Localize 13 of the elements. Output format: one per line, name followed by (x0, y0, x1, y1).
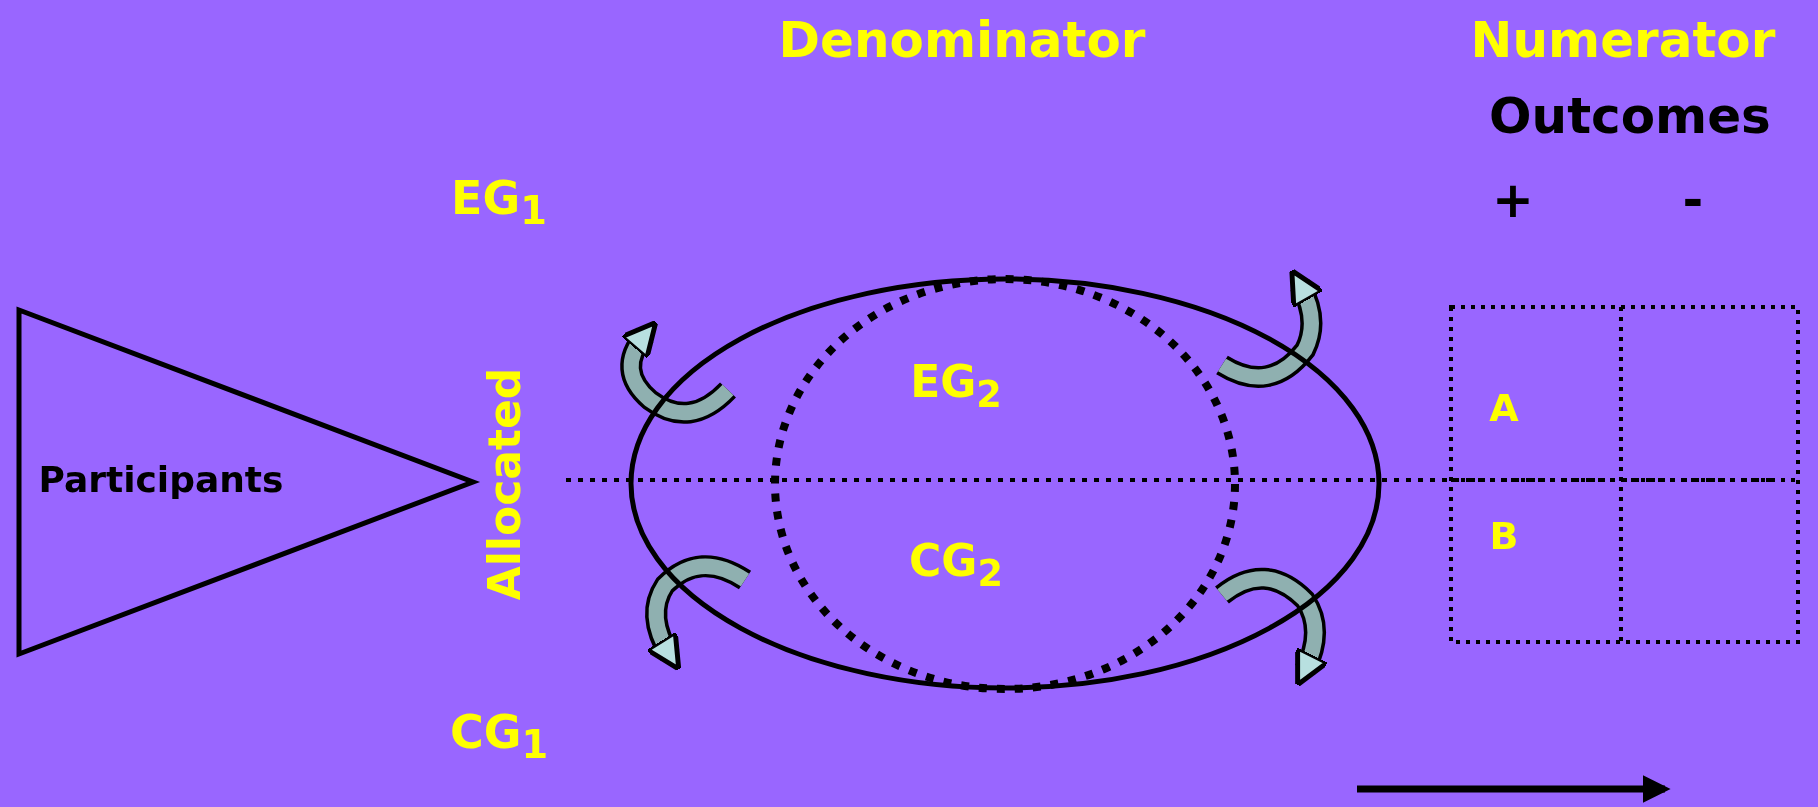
participants-label: Participants (38, 462, 284, 498)
group-label: CG$_{2}$ (909, 538, 1003, 593)
group-label: CG$_{1}$ (449, 709, 549, 765)
heading: Denominator (778, 15, 1146, 65)
cell-letter: A (1489, 389, 1519, 427)
group-label: EG$_{1}$ (451, 175, 547, 231)
heading: Outcomes (1489, 91, 1771, 141)
sign: + (1492, 175, 1534, 225)
cell-letter: B (1489, 517, 1519, 555)
heading: Numerator (1470, 15, 1776, 65)
sign: - (1682, 175, 1704, 225)
group-label: EG$_{2}$ (910, 359, 1002, 414)
rotated-label: Allocated (483, 367, 527, 601)
